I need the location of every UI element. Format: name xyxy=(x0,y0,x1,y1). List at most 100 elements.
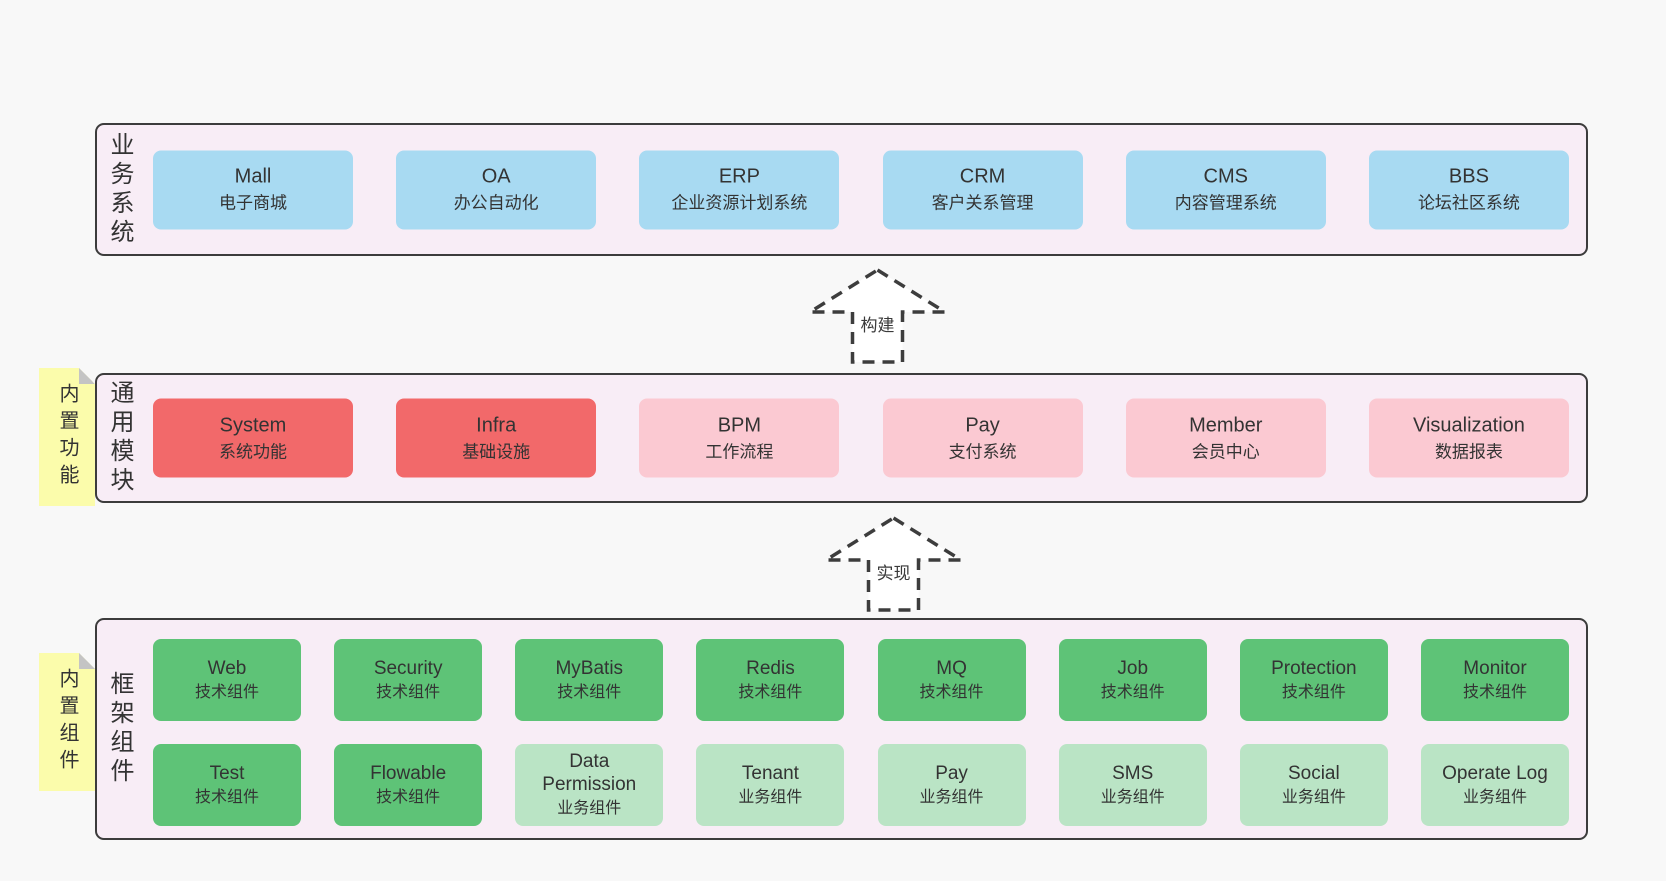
box-redis: Redis 技术组件 xyxy=(696,639,845,721)
box-protection: Protection 技术组件 xyxy=(1239,639,1388,721)
sticky-note-label: 内置组件 xyxy=(56,668,78,776)
box-subtitle: 支付系统 xyxy=(948,442,1017,462)
box-security: Security 技术组件 xyxy=(334,639,483,721)
box-title: Security xyxy=(373,657,443,679)
implement-arrow-label: 实现 xyxy=(873,559,914,584)
box-visualization: Visualization 数据报表 xyxy=(1368,398,1569,478)
box-subtitle: 内容管理系统 xyxy=(1174,193,1277,213)
box-system: System 系统功能 xyxy=(153,398,353,478)
box-subtitle: 会员中心 xyxy=(1191,442,1260,462)
box-title: Pay xyxy=(965,414,1000,437)
box-mq: MQ 技术组件 xyxy=(877,639,1026,721)
box-test: Test 技术组件 xyxy=(153,744,301,826)
layer-framework-components: 框架组件 Web 技术组件 Security 技术组件 MyBatis 技术组件… xyxy=(95,618,1588,840)
box-subtitle: 数据报表 xyxy=(1434,442,1503,462)
box-title: BPM xyxy=(717,414,762,437)
box-title: Operate Log xyxy=(1442,762,1548,784)
box-tenant: Tenant 业务组件 xyxy=(696,744,845,826)
box-subtitle: 论坛社区系统 xyxy=(1417,193,1520,213)
box-cms: CMS 内容管理系统 xyxy=(1125,150,1326,229)
box-subtitle: 技术组件 xyxy=(1281,683,1346,701)
modules-box-row: System 系统功能 Infra 基础设施 BPM 工作流程 Pay 支付系统… xyxy=(153,398,1569,478)
sticky-note-builtin-features: 内置功能 xyxy=(39,368,95,506)
box-pay-component: Pay 业务组件 xyxy=(877,744,1026,826)
box-operate-log: Operate Log 业务组件 xyxy=(1420,744,1569,826)
layer-common-modules: 通用模块 System 系统功能 Infra 基础设施 BPM 工作流程 Pay… xyxy=(95,373,1588,503)
box-title: Data Permission xyxy=(542,750,637,796)
box-title: Job xyxy=(1117,657,1149,679)
layer-label-modules: 通用模块 xyxy=(106,380,133,496)
box-title: Pay xyxy=(935,762,968,784)
box-subtitle: 工作流程 xyxy=(705,442,774,462)
box-crm: CRM 客户关系管理 xyxy=(882,150,1083,229)
box-title: System xyxy=(219,414,287,437)
box-subtitle: 业务组件 xyxy=(1100,788,1165,806)
box-subtitle: 业务组件 xyxy=(1462,788,1527,806)
sticky-note-builtin-components: 内置组件 xyxy=(39,653,95,791)
build-arrow: 构建 xyxy=(806,266,949,366)
box-subtitle: 技术组件 xyxy=(376,683,441,701)
box-subtitle: 技术组件 xyxy=(376,788,441,806)
box-subtitle: 技术组件 xyxy=(194,683,259,701)
box-bpm: BPM 工作流程 xyxy=(639,398,840,478)
box-title: ERP xyxy=(718,165,760,188)
box-subtitle: 业务组件 xyxy=(738,788,803,806)
box-social: Social 业务组件 xyxy=(1239,744,1388,826)
box-subtitle: 办公自动化 xyxy=(453,193,539,213)
box-title: Member xyxy=(1189,414,1263,437)
box-title: Infra xyxy=(476,414,517,437)
box-subtitle: 电子商城 xyxy=(219,193,287,213)
box-web: Web 技术组件 xyxy=(153,639,301,721)
box-title: Redis xyxy=(746,657,795,679)
box-subtitle: 客户关系管理 xyxy=(931,193,1034,213)
build-arrow-label: 构建 xyxy=(857,311,898,336)
box-title: Protection xyxy=(1271,657,1357,679)
box-oa: OA 办公自动化 xyxy=(396,150,597,229)
box-subtitle: 业务组件 xyxy=(1281,788,1346,806)
box-subtitle: 基础设施 xyxy=(462,442,531,462)
box-erp: ERP 企业资源计划系统 xyxy=(639,150,840,229)
box-sms: SMS 业务组件 xyxy=(1058,744,1207,826)
box-title: Web xyxy=(207,657,247,679)
box-subtitle: 技术组件 xyxy=(557,683,622,701)
layer-label-business: 业务系统 xyxy=(106,131,133,248)
folded-corner-icon xyxy=(79,368,95,384)
box-job: Job 技术组件 xyxy=(1058,639,1207,721)
box-title: Social xyxy=(1287,762,1340,784)
box-title: MQ xyxy=(936,657,967,679)
box-subtitle: 技术组件 xyxy=(919,683,984,701)
box-title: MyBatis xyxy=(555,657,624,679)
box-title: SMS xyxy=(1112,762,1154,784)
box-title: Visualization xyxy=(1412,414,1525,437)
box-title: CMS xyxy=(1203,165,1248,188)
box-title: Monitor xyxy=(1463,657,1527,679)
business-box-row: Mall 电子商城 OA 办公自动化 ERP 企业资源计划系统 CRM 客户关系… xyxy=(153,150,1569,229)
box-subtitle: 业务组件 xyxy=(919,788,984,806)
box-subtitle: 企业资源计划系统 xyxy=(671,193,808,213)
box-title: Test xyxy=(209,762,245,784)
box-subtitle: 技术组件 xyxy=(738,683,803,701)
box-title: Mall xyxy=(234,165,272,188)
box-subtitle: 业务组件 xyxy=(557,800,622,818)
box-flowable: Flowable 技术组件 xyxy=(334,744,483,826)
box-monitor: Monitor 技术组件 xyxy=(1420,639,1569,721)
implement-arrow: 实现 xyxy=(822,514,965,614)
box-bbs: BBS 论坛社区系统 xyxy=(1368,150,1569,229)
box-title: Flowable xyxy=(370,762,447,784)
box-subtitle: 系统功能 xyxy=(219,442,287,462)
box-title: OA xyxy=(481,165,511,188)
box-mybatis: MyBatis 技术组件 xyxy=(515,639,664,721)
box-subtitle: 技术组件 xyxy=(194,788,259,806)
box-title: CRM xyxy=(959,165,1006,188)
layer-label-framework: 框架组件 xyxy=(106,671,133,787)
box-subtitle: 技术组件 xyxy=(1462,683,1527,701)
sticky-note-label: 内置功能 xyxy=(56,383,78,491)
box-title: Tenant xyxy=(741,762,799,784)
layer-business-systems: 业务系统 Mall 电子商城 OA 办公自动化 ERP 企业资源计划系统 CRM… xyxy=(95,123,1588,256)
box-mall: Mall 电子商城 xyxy=(153,150,353,229)
box-title: BBS xyxy=(1448,165,1489,188)
framework-box-row-1: Web 技术组件 Security 技术组件 MyBatis 技术组件 Redi… xyxy=(153,639,1569,721)
box-infra: Infra 基础设施 xyxy=(396,398,597,478)
box-data-permission: Data Permission 业务组件 xyxy=(515,744,664,826)
